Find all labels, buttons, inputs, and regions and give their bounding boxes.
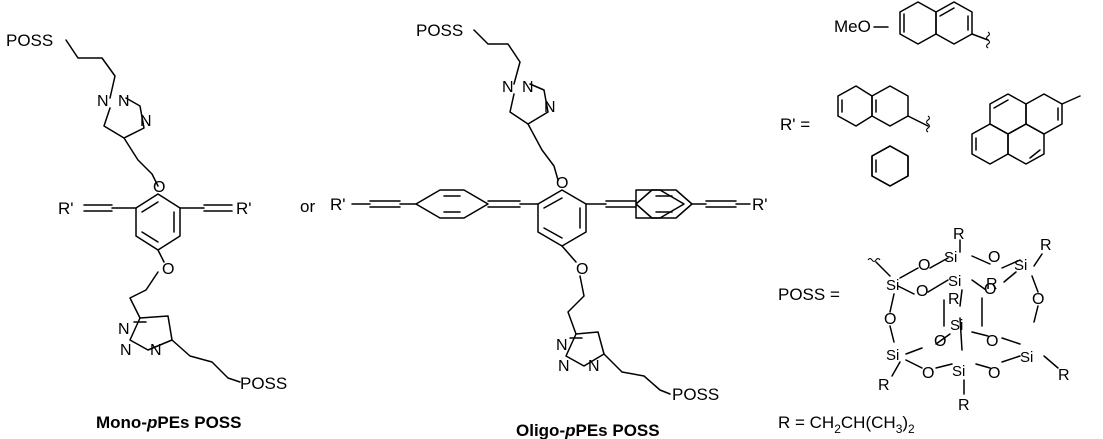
oligo-poss-top-label: POSS	[416, 21, 463, 40]
mono-triazole-bottom-n3: N	[150, 342, 162, 359]
cage-si-6: Si	[886, 347, 899, 364]
mono-rprime-right: R'	[236, 199, 252, 218]
oligo-triazole-bottom-n1: N	[556, 337, 568, 354]
cage-si-1: Si	[944, 249, 957, 266]
cage-r-top: R	[953, 226, 965, 243]
cage-o-4: O	[984, 281, 996, 298]
oligo-rprime-right: R'	[752, 195, 768, 214]
cage-r-mid-left: R	[948, 291, 960, 308]
cage-si-2: Si	[1014, 257, 1027, 274]
mono-poss-top-label: POSS	[6, 31, 53, 50]
cage-si-4: Si	[948, 273, 961, 290]
mono-triazole-bottom-n2: N	[120, 342, 132, 359]
rprime-substituents	[837, 1, 1081, 187]
mono-rprime-left: R'	[58, 199, 74, 218]
rprime-equals: R' =	[780, 115, 810, 134]
oligo-triazole-n2: N	[522, 79, 534, 96]
mono-triazole-n1: N	[97, 93, 109, 110]
methoxy-label: MeO	[834, 17, 871, 36]
cage-o-3: O	[916, 283, 928, 300]
oligo-caption: Oligo-pPEs POSS	[516, 421, 660, 439]
r-definition: R = CH2CH(CH3)2	[778, 413, 915, 436]
oligo-oxygen-top: O	[556, 175, 568, 192]
oligo-triazole-n3: N	[544, 99, 556, 116]
poss-cage-skeleton	[867, 239, 1059, 395]
mono-ppes-skeleton	[65, 39, 241, 383]
cage-si-3: Si	[886, 277, 899, 294]
mono-oxygen-bottom: O	[162, 261, 174, 278]
cage-r-top-right: R	[1040, 237, 1052, 254]
poss-equals: POSS =	[778, 285, 840, 304]
mono-triazole-bottom-n1: N	[118, 321, 130, 338]
oligo-triazole-bottom-n2: N	[558, 358, 570, 375]
cage-o-9: O	[922, 365, 934, 382]
oligo-triazole-bottom-n3: N	[588, 358, 600, 375]
cage-si-5: Si	[950, 317, 963, 334]
cage-r-bottom-right: R	[1058, 367, 1070, 384]
oligo-rprime-left: R'	[330, 195, 346, 214]
mono-oxygen-top: O	[153, 179, 165, 196]
mono-triazole-n3: N	[140, 113, 152, 130]
cage-si-7: Si	[1020, 349, 1033, 366]
or-connector: or	[300, 197, 315, 216]
cage-o-5: O	[1032, 291, 1044, 308]
oligo-ppes-skeleton	[351, 29, 751, 395]
mono-poss-bottom-label: POSS	[240, 374, 287, 393]
cage-o-8: O	[986, 333, 998, 350]
oligo-oxygen-bottom: O	[576, 261, 588, 278]
cage-r-bottom: R	[958, 397, 970, 414]
oligo-poss-bottom-label: POSS	[672, 385, 719, 404]
cage-r-mid-right: R	[986, 276, 998, 293]
oligo-triazole-n1: N	[502, 79, 514, 96]
cage-o-1: O	[918, 257, 930, 274]
cage-o-6: O	[884, 311, 896, 328]
mono-triazole-n2: N	[118, 93, 130, 110]
cage-si-8: Si	[952, 363, 965, 380]
cage-o-7: O	[934, 333, 946, 350]
cage-o-10: O	[988, 365, 1000, 382]
cage-r-bottom-left: R	[878, 377, 890, 394]
mono-caption: Mono-pPEs POSS	[96, 413, 241, 432]
cage-o-2: O	[988, 249, 1000, 266]
